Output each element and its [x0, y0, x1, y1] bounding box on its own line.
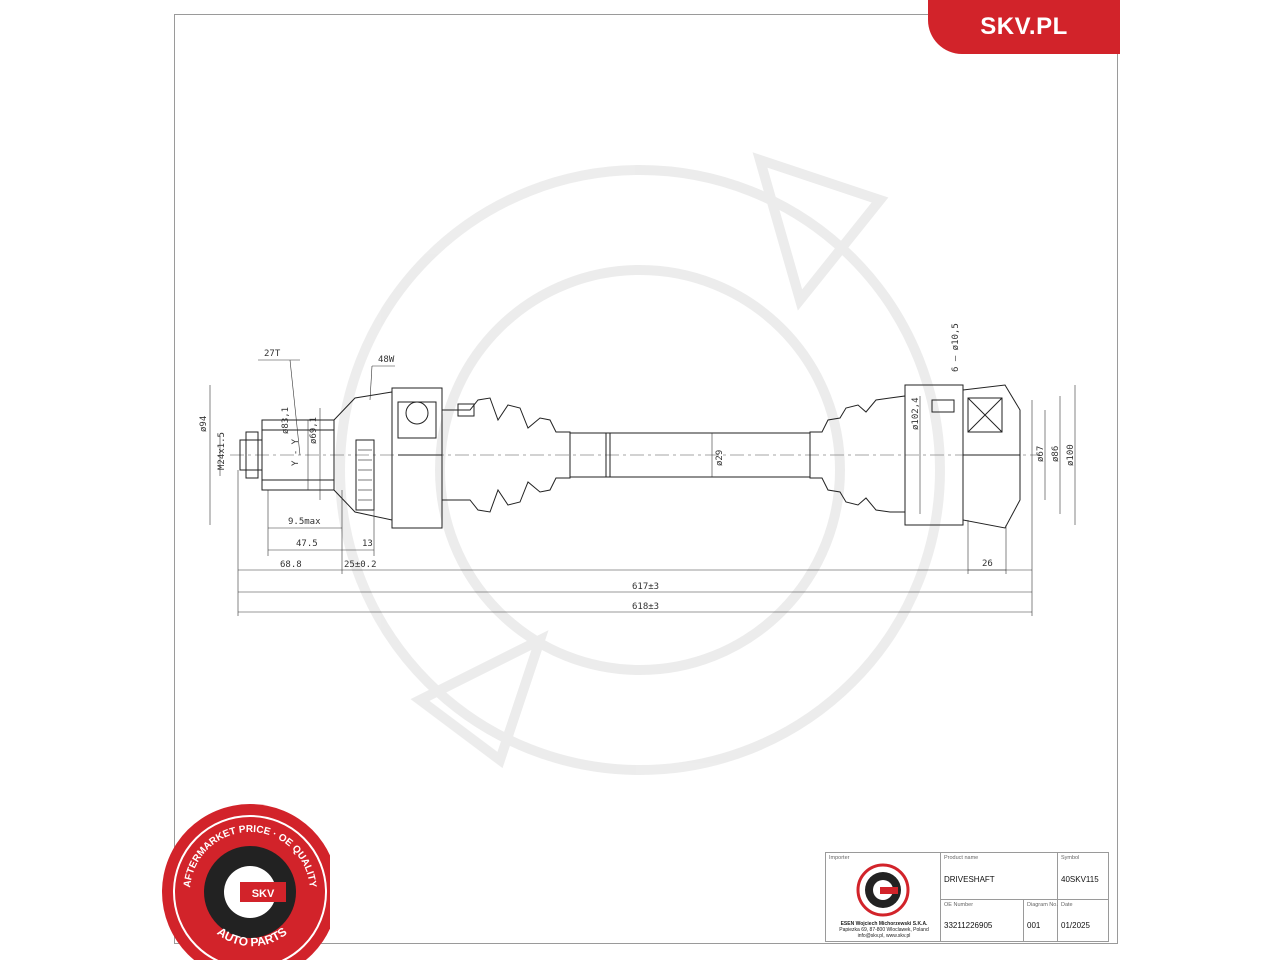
- watermark-logo: [335, 152, 945, 775]
- label-27t: 27T: [264, 349, 281, 359]
- label-dia-94: ø94: [199, 416, 209, 432]
- label-617: 617±3: [632, 582, 659, 592]
- label-68-8: 68.8: [280, 560, 302, 570]
- importer-logo: [856, 863, 910, 917]
- label-47-5: 47.5: [296, 539, 318, 549]
- importer-label: Importer: [829, 855, 850, 861]
- label-holes: 6 – ø10,5: [951, 323, 961, 372]
- symbol-value: 40SKV115: [1061, 875, 1099, 884]
- diagram-label: Diagram No.: [1027, 902, 1058, 908]
- label-yy: Y - Y: [291, 438, 301, 466]
- auto-parts-seal: SKV AFTERMARKET PRICE · OE QUALITY AUTO …: [162, 804, 330, 960]
- label-48w: 48W: [378, 355, 395, 365]
- driveshaft-outline: [239, 384, 1021, 529]
- diagram-value: 001: [1027, 921, 1041, 930]
- product-label: Product name: [944, 855, 979, 861]
- label-dia-69: ø69,1: [309, 417, 319, 444]
- brand-text: SKV.PL: [980, 13, 1068, 40]
- importer-address: ESEN Wojciech Michorzewski S.K.A. Papiez…: [828, 921, 940, 939]
- company-address: Papiezka 69, 87-800 Wloclawek, Poland: [839, 927, 929, 933]
- oe-value: 33211226905: [944, 921, 993, 930]
- label-dia-100: ø100: [1066, 444, 1076, 466]
- label-dia-86: ø86: [1051, 446, 1061, 462]
- label-9-5max: 9.5max: [288, 517, 321, 527]
- company-name: ESEN Wojciech Michorzewski S.K.A.: [840, 921, 928, 927]
- label-25: 25±0.2: [344, 560, 377, 570]
- brand-banner[interactable]: SKV.PL: [928, 0, 1120, 54]
- label-dia-67: ø67: [1036, 446, 1046, 462]
- date-value: 01/2025: [1061, 921, 1090, 930]
- drawing-sheet-frame: [174, 14, 1118, 944]
- oe-label: OE Number: [944, 902, 974, 908]
- badge-center-text: SKV: [252, 888, 275, 900]
- label-dia-29: ø29: [715, 450, 725, 466]
- company-contact: info@skv.pl, www.skv.pl: [857, 933, 911, 939]
- label-dia-83: ø83,1: [281, 407, 291, 434]
- dimension-lines: [209, 359, 1076, 616]
- dimension-labels: 27T 48W 6 – ø10,5 M24x1.5 ø94 ø83,1 ø69,…: [199, 323, 1076, 612]
- label-618: 618±3: [632, 602, 659, 612]
- date-label: Date: [1061, 902, 1073, 908]
- label-dia-102: ø102,4: [911, 397, 921, 430]
- symbol-label: Symbol: [1061, 855, 1080, 861]
- label-thread: M24x1.5: [217, 432, 227, 470]
- product-value: DRIVESHAFT: [944, 875, 995, 884]
- label-26: 26: [982, 559, 993, 569]
- title-block: Importer ESEN Wojciech Michorzewski S.K.…: [825, 852, 1109, 942]
- label-13: 13: [362, 539, 373, 549]
